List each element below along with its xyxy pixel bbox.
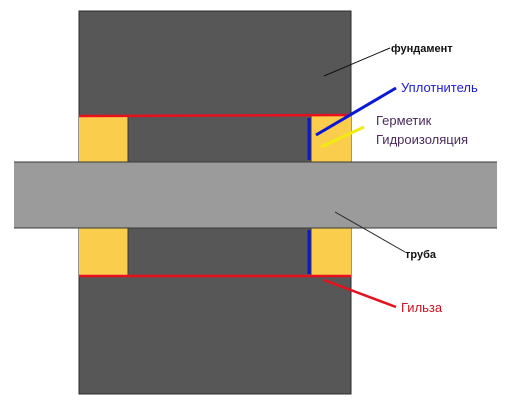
sealant-leader [320,125,365,149]
sealant-fill-top-left [79,116,128,162]
label-foundation: фундамент [391,43,453,55]
sleeve-line-top [78,113,352,118]
sealant-fill-top-right [311,116,351,162]
label-pipe: труба [405,249,437,261]
sealant-fill-bottom-right [311,228,351,275]
sealant-fill-bottom-left [79,228,128,275]
foundation-leader [323,47,391,77]
label-sleeve: Гильза [401,300,443,315]
label-waterproofing: Гидроизоляция [376,132,468,147]
label-gasket: Уплотнитель [401,80,478,95]
gasket-leader [315,86,397,137]
sleeve-leader [323,278,397,309]
pipe-body [14,162,497,228]
label-sealant: Герметик [376,113,432,128]
pipe-leader [334,211,406,253]
